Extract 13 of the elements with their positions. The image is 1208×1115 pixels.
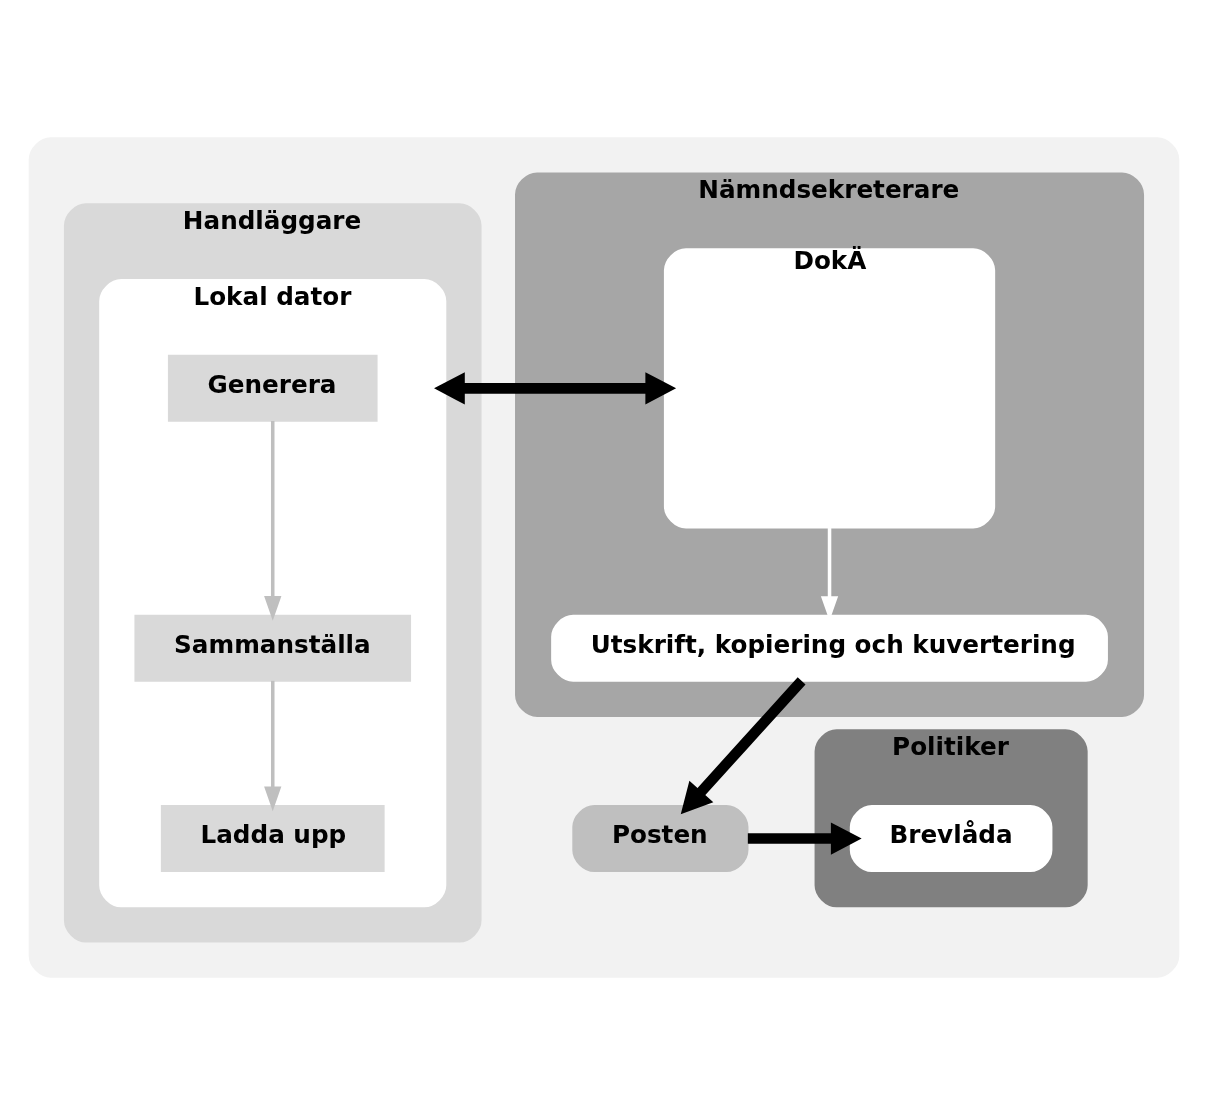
arrow	[264, 680, 282, 812]
node-box: Ladda upp	[160, 805, 385, 872]
cluster	[28, 137, 1180, 978]
node-box: Sammanställa	[134, 614, 412, 682]
arrow	[747, 822, 862, 855]
arrow	[680, 677, 806, 815]
arrow	[264, 421, 282, 621]
node-box: Generera	[167, 354, 378, 422]
node-box: Brevlåda	[849, 805, 1053, 872]
node-box: DokÄ	[663, 248, 996, 529]
node-box: Utskrift, kopiering och kuvertering	[551, 614, 1108, 682]
node-box: Posten	[572, 805, 749, 872]
arrow	[434, 372, 677, 405]
